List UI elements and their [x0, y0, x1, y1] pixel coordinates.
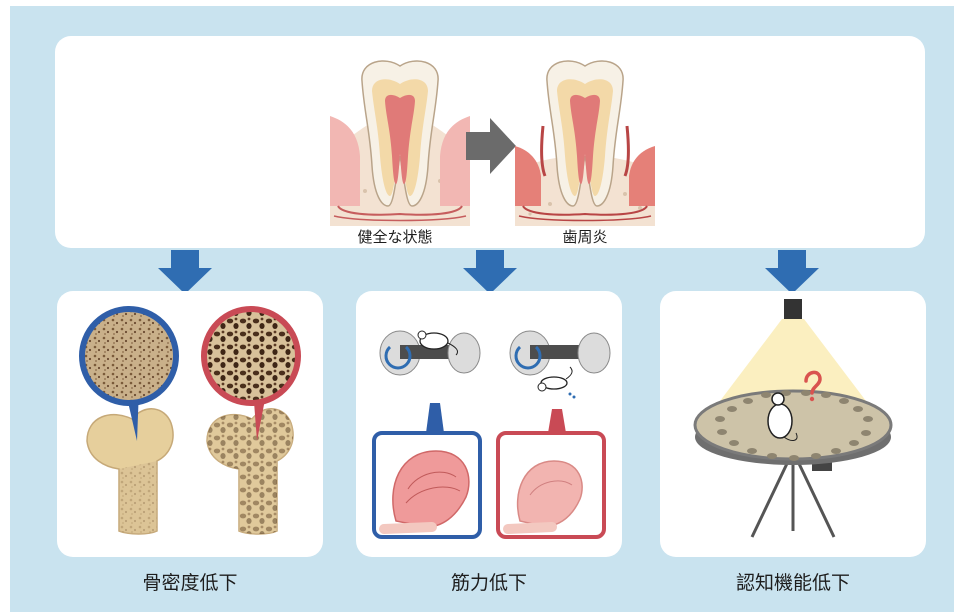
down-arrow-muscle — [463, 250, 517, 294]
periodontitis-label: 歯周炎 — [530, 226, 640, 247]
muscle-strength-illustration — [356, 291, 622, 557]
bone-density-illustration — [57, 291, 323, 557]
cognitive-function-label: 認知機能低下 — [673, 568, 913, 595]
muscle-strength-label: 筋力低下 — [369, 568, 609, 595]
progression-arrow-icon — [466, 118, 516, 174]
tooth-healthy-icon — [330, 56, 470, 226]
down-arrow-bone — [158, 250, 212, 294]
barnes-maze-icon — [660, 291, 926, 557]
bone-density-label: 骨密度低下 — [70, 568, 310, 595]
healthy-label: 健全な状態 — [330, 226, 460, 247]
down-arrow-cognition — [765, 250, 819, 294]
camera-icon — [784, 299, 802, 319]
tooth-periodontitis-icon — [515, 56, 655, 226]
